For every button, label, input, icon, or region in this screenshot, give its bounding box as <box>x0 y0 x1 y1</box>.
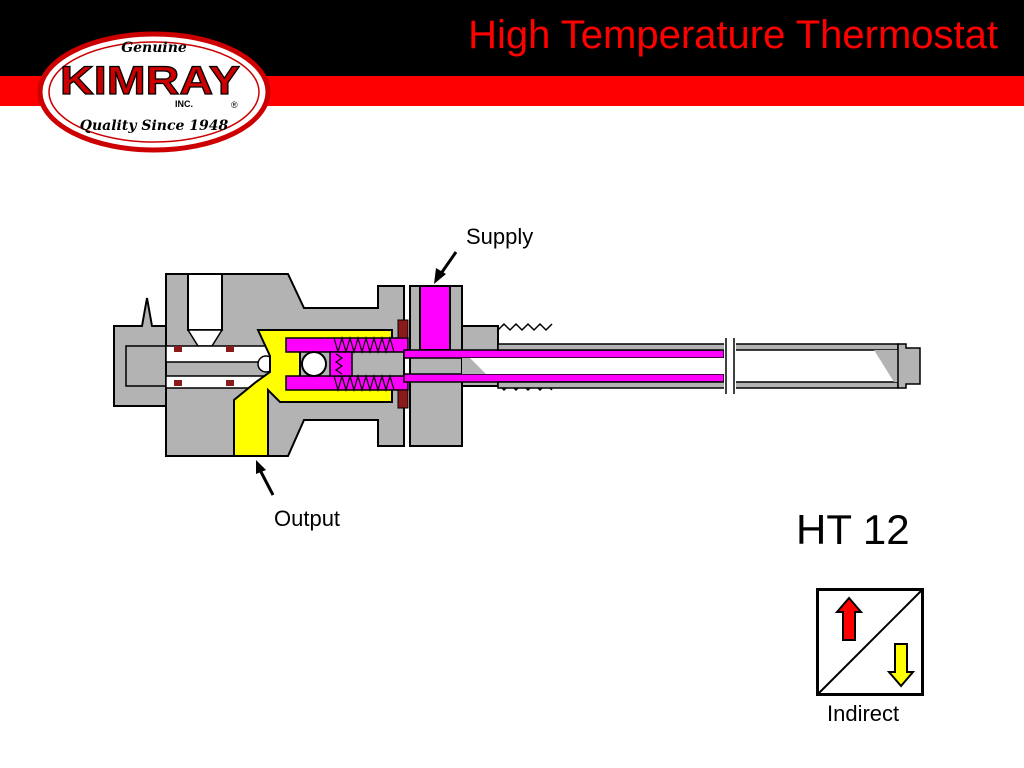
logo-top-text: Genuine <box>121 40 187 56</box>
stem-tube <box>462 338 921 394</box>
supply-arrow <box>434 251 458 284</box>
down-arrow-icon <box>886 643 916 688</box>
logo-tagline: Quality Since 1948 <box>80 118 229 134</box>
logo-brand: KIMRAY <box>60 59 240 103</box>
internal-passages <box>165 273 277 389</box>
model-name: HT 12 <box>796 506 910 553</box>
logo-suffix: INC. <box>175 99 193 109</box>
logo-registered-mark: ® <box>231 100 238 110</box>
output-label: Output <box>274 506 341 531</box>
indirect-action-indicator <box>816 588 924 696</box>
indirect-label: Indirect <box>827 701 900 726</box>
kimray-logo: Genuine KIMRAY INC. ® Quality Since 1948 <box>37 31 271 153</box>
left-end-fitting <box>113 297 167 407</box>
up-arrow-icon <box>834 596 864 641</box>
output-arrow <box>256 460 275 496</box>
page-title: High Temperature Thermostat <box>468 13 998 57</box>
supply-label: Supply <box>466 224 534 249</box>
spring-chamber <box>285 319 409 409</box>
